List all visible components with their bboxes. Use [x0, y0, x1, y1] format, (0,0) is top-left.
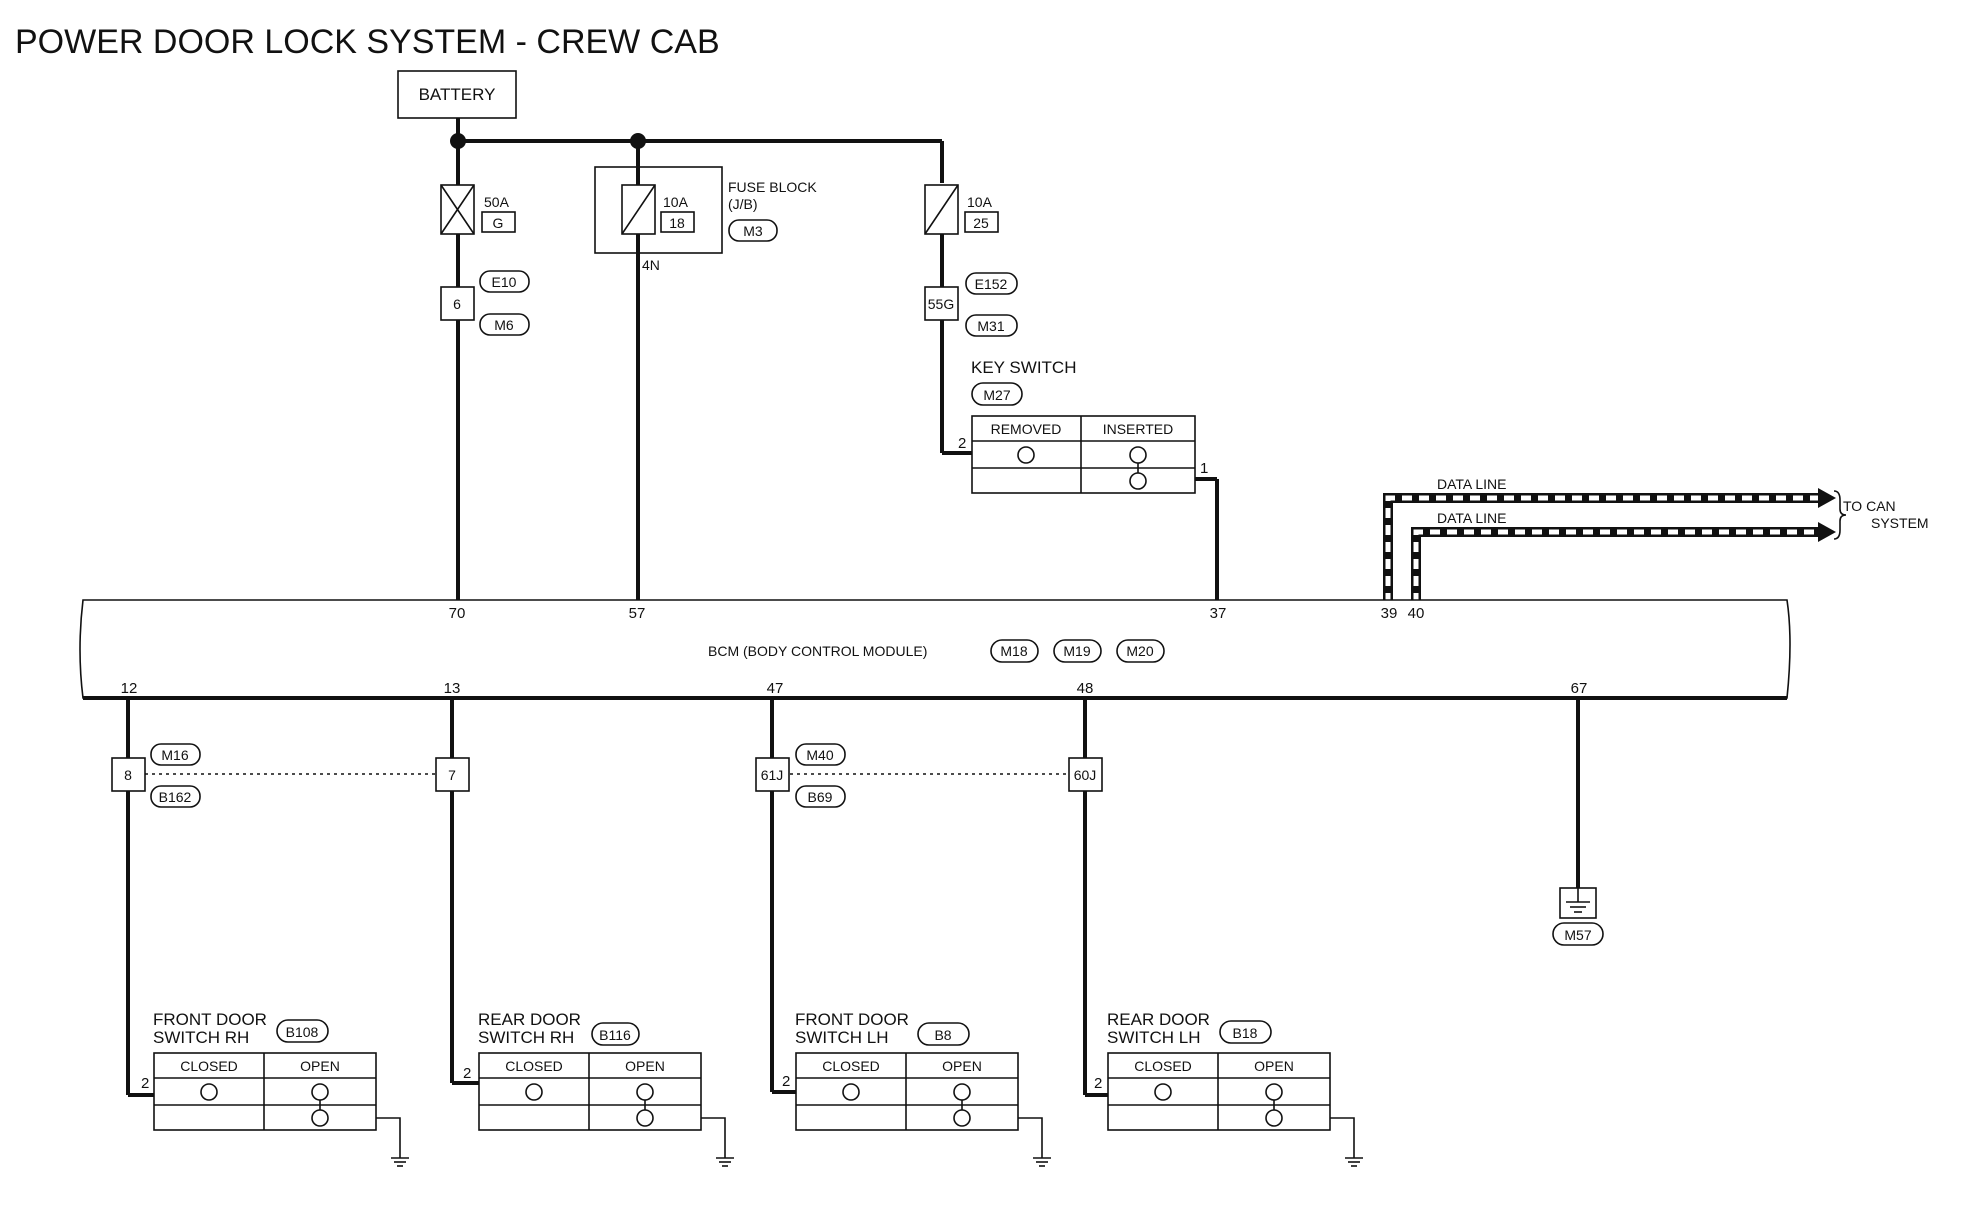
pin-number: 2	[782, 1073, 790, 1090]
bcm-pin: 39	[1381, 605, 1398, 622]
switch-label: SWITCH LH	[1107, 1028, 1201, 1047]
pin-number: 1	[1200, 460, 1208, 477]
fuse-block-label: FUSE BLOCK	[728, 179, 817, 195]
bcm-pin: 70	[449, 605, 466, 622]
ground-m57: M57	[1552, 887, 1604, 946]
key-switch: KEY SWITCH M27 REMOVED INSERTED 2 1	[958, 358, 1219, 603]
switch-connector: B8	[934, 1027, 951, 1043]
bcm-connector: M18	[1000, 643, 1027, 659]
bcm-connector: M20	[1126, 643, 1153, 659]
to-can-label: SYSTEM	[1871, 515, 1929, 531]
front-door-switch-rh: FRONT DOOR SWITCH RH B108 CLOSED OPEN 2	[141, 1010, 409, 1167]
fuse-code: G	[493, 215, 504, 231]
battery-label: BATTERY	[419, 85, 496, 104]
pin-number: 2	[958, 435, 966, 452]
connector-code: B69	[808, 789, 833, 805]
bcm-pin: 47	[767, 680, 784, 697]
bcm-pin: 40	[1408, 605, 1425, 622]
fuse-code: 25	[973, 215, 989, 231]
switch-connector: B18	[1233, 1025, 1258, 1041]
to-can-label: TO CAN	[1843, 498, 1896, 514]
bcm-connector: M19	[1063, 643, 1090, 659]
ground-connector: M57	[1564, 927, 1591, 943]
key-switch-col: REMOVED	[991, 421, 1062, 437]
bcm-pin: 12	[121, 680, 138, 697]
connector-code: E152	[975, 276, 1008, 292]
fuse-rating: 10A	[967, 194, 993, 210]
front-door-switch-lh: FRONT DOOR SWITCH LH B8 CLOSED OPEN 2	[782, 1010, 1051, 1167]
switch-label: REAR DOOR	[478, 1010, 581, 1029]
branch-bcm-pin-70: 50A G 6 E10 M6	[440, 141, 530, 603]
connector-code: M6	[494, 317, 514, 333]
connector-code: M31	[977, 318, 1004, 334]
connector-pin: 55G	[928, 296, 954, 312]
key-switch-connector: M27	[983, 387, 1010, 403]
connector-pin: 60J	[1074, 767, 1097, 783]
bcm-pin: 57	[629, 605, 646, 622]
rear-door-switch-lh: REAR DOOR SWITCH LH B18 CLOSED OPEN 2	[1094, 1010, 1363, 1167]
bcm-module: 70 57 37 39 40 BCM (BODY CONTROL MODULE)…	[79, 599, 1791, 700]
switch-label: SWITCH RH	[478, 1028, 574, 1047]
inline-connector	[1068, 757, 1103, 792]
connector-pin: 7	[448, 767, 456, 783]
switch-col: OPEN	[300, 1058, 340, 1074]
rear-door-switch-rh: REAR DOOR SWITCH RH B116 CLOSED OPEN 2	[463, 1010, 734, 1167]
pin-number: 2	[1094, 1075, 1102, 1092]
bcm-pin: 13	[444, 680, 461, 697]
branch-bcm-pin-57: 10A 18 FUSE BLOCK (J/B) M3 4N	[594, 141, 817, 603]
fuse-block-connector: M3	[743, 223, 763, 239]
connector-code: M40	[806, 747, 833, 763]
door-switch-wiring: 8 M16 B162 7 61J M40 B69 60J	[111, 698, 1580, 1097]
connector-pin: 8	[124, 767, 132, 783]
can-data-lines: DATA LINE DATA LINE TO CAN SYSTEM	[1383, 476, 1929, 603]
connector-pin: 61J	[761, 767, 784, 783]
switch-label: FRONT DOOR	[153, 1010, 267, 1029]
switch-col: OPEN	[625, 1058, 665, 1074]
key-switch-label: KEY SWITCH	[971, 358, 1076, 377]
fuse-block	[594, 166, 723, 254]
switch-connector: B108	[286, 1024, 319, 1040]
data-line-label: DATA LINE	[1437, 510, 1507, 526]
branch-bcm-pin-37: 10A 25 55G E152 M31	[924, 184, 1018, 455]
switch-col: OPEN	[1254, 1058, 1294, 1074]
key-switch-col: INSERTED	[1103, 421, 1174, 437]
bcm-pin: 48	[1077, 680, 1094, 697]
bcm-pin: 37	[1210, 605, 1227, 622]
switch-label: REAR DOOR	[1107, 1010, 1210, 1029]
bcm-label: BCM (BODY CONTROL MODULE)	[708, 643, 927, 659]
fuse-code: 18	[669, 215, 685, 231]
switch-label: FRONT DOOR	[795, 1010, 909, 1029]
switch-label: SWITCH LH	[795, 1028, 889, 1047]
inline-connector	[435, 757, 470, 792]
connector-pin: 6	[453, 296, 461, 312]
switch-connector: B116	[599, 1027, 631, 1043]
fuse-rating: 50A	[484, 194, 510, 210]
inline-connector	[755, 757, 790, 792]
switch-col: CLOSED	[1134, 1058, 1192, 1074]
data-line-label: DATA LINE	[1437, 476, 1507, 492]
inline-connector	[111, 757, 146, 792]
bcm-pin: 67	[1571, 680, 1588, 697]
switch-label: SWITCH RH	[153, 1028, 249, 1047]
switch-col: CLOSED	[505, 1058, 563, 1074]
connector-code: B162	[159, 789, 192, 805]
switch-col: CLOSED	[822, 1058, 880, 1074]
switch-col: OPEN	[942, 1058, 982, 1074]
fuse-block-label: (J/B)	[728, 196, 758, 212]
diagram-title: POWER DOOR LOCK SYSTEM - CREW CAB	[15, 23, 720, 61]
fuse-block-pin: 4N	[642, 257, 660, 273]
pin-number: 2	[463, 1065, 471, 1082]
connector-code: M16	[161, 747, 188, 763]
battery: BATTERY	[397, 70, 517, 119]
connector-code: E10	[492, 274, 517, 290]
pin-number: 2	[141, 1075, 149, 1092]
fuse-rating: 10A	[663, 194, 689, 210]
switch-col: CLOSED	[180, 1058, 238, 1074]
